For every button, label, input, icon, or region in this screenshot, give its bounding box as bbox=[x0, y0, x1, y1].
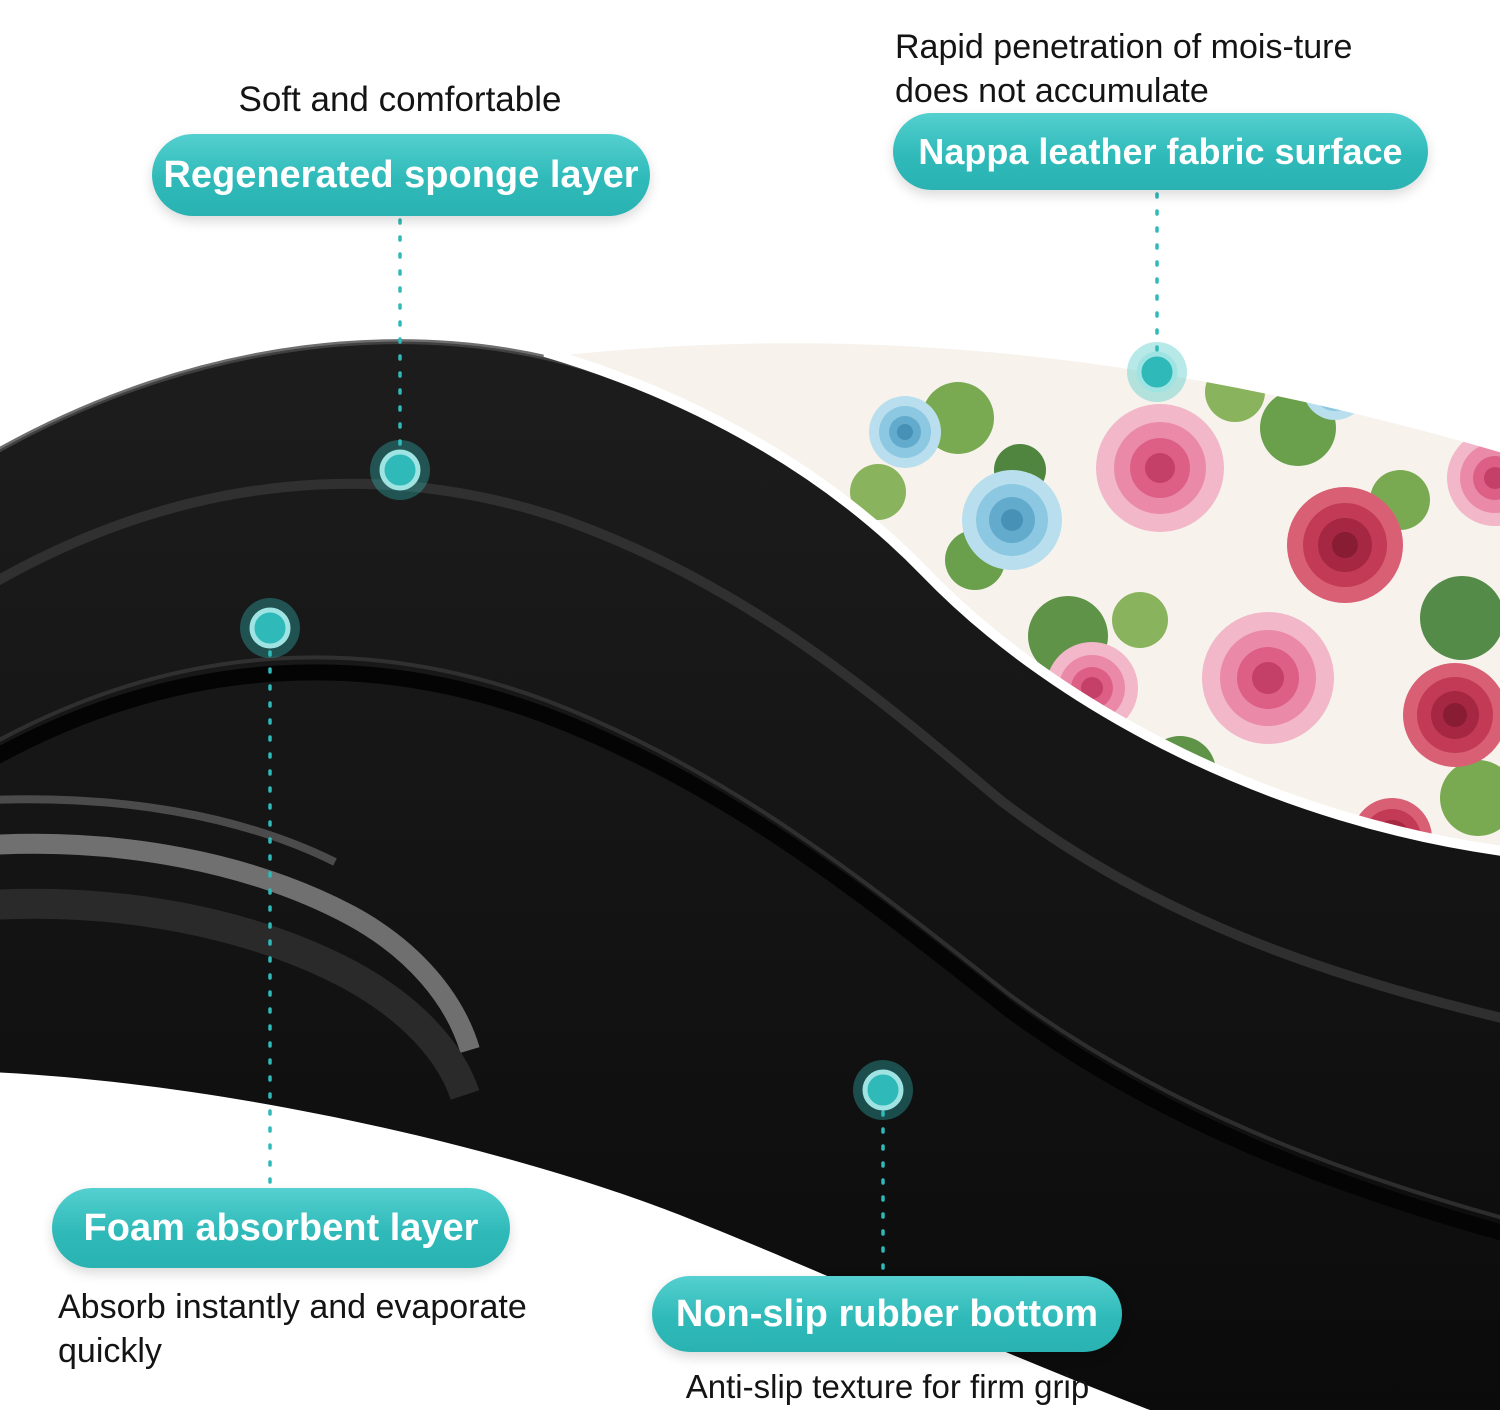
bottom-note: Anti-slip texture for firm grip bbox=[685, 1368, 1090, 1405]
sponge-note: Soft and comfortable bbox=[238, 80, 562, 119]
rubber-edge-highlight bbox=[0, 833, 480, 1054]
foam-note: Absorb instantly and evaporate quickly bbox=[58, 1288, 527, 1370]
foam-layer-pill: Foam absorbent layer bbox=[52, 1188, 510, 1268]
surface-layer-pill: Nappa leather fabric surface bbox=[893, 113, 1428, 190]
sponge-layer-pill: Regenerated sponge layer bbox=[152, 134, 650, 216]
layer-marker-sponge bbox=[370, 440, 430, 500]
callout-lines bbox=[268, 192, 1159, 1274]
layer-marker-foam bbox=[240, 598, 300, 658]
mat-body bbox=[0, 339, 1500, 1410]
layer-marker-bottom bbox=[853, 1060, 913, 1120]
surface-note: Rapid penetration of mois-ture does not … bbox=[895, 28, 1353, 110]
layer-marker-surface bbox=[1127, 342, 1187, 402]
sponge-foam-separator bbox=[0, 478, 1500, 1023]
foam-rubber-separator bbox=[0, 664, 1500, 1241]
fabric-trim bbox=[543, 333, 1500, 856]
layer-markers bbox=[240, 342, 1187, 1120]
bottom-layer-pill: Non-slip rubber bottom bbox=[652, 1276, 1122, 1352]
